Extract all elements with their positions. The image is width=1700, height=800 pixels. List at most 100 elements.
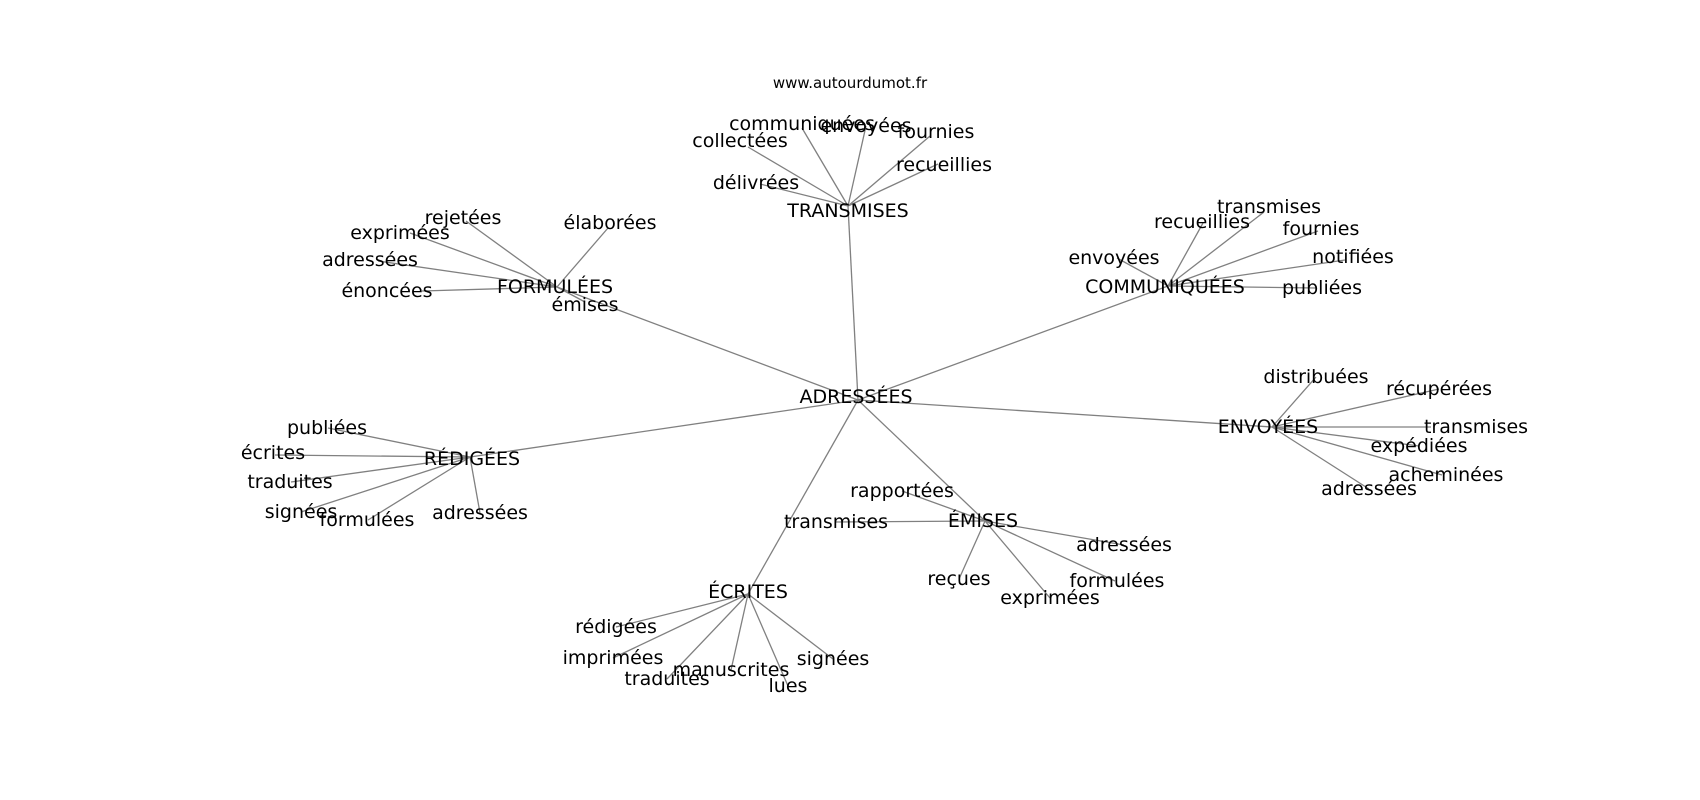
- edge-center-to-hub: [847, 205, 859, 401]
- leaf-node-label: publiées: [287, 417, 367, 439]
- edge-hub-to-leaf: [984, 520, 1051, 599]
- edge-center-to-hub: [857, 399, 1273, 428]
- leaf-node-label: adressées: [322, 249, 418, 271]
- leaf-node-label: recueillies: [896, 154, 992, 176]
- hub-node-label: TRANSMISES: [786, 200, 908, 222]
- leaf-node-label: traduites: [624, 668, 709, 690]
- leaf-node-label: écrites: [241, 442, 305, 464]
- edge-hub-to-leaf: [958, 520, 986, 580]
- edge-hub-to-leaf: [835, 520, 986, 523]
- hub-node-label: ÉMISES: [948, 509, 1018, 532]
- edge-hub-to-leaf: [1167, 285, 1317, 289]
- leaf-node-label: rédigées: [575, 616, 657, 638]
- edge-hub-to-leaf: [847, 135, 931, 207]
- leaf-node-label: envoyées: [1068, 247, 1159, 269]
- leaf-node-label: délivrées: [713, 172, 799, 194]
- edge-hub-to-leaf: [666, 593, 749, 680]
- leaf-node-label: envoyées: [820, 115, 911, 137]
- edge-hub-to-leaf: [1116, 257, 1169, 287]
- leaf-node-label: communiquées: [729, 113, 875, 135]
- hub-node-label: RÉDIGÉES: [424, 447, 520, 470]
- edge-hub-to-leaf: [747, 593, 834, 660]
- edge-hub-to-leaf: [612, 593, 749, 659]
- edge-hub-to-leaf: [300, 456, 471, 513]
- edge-hub-to-leaf: [984, 520, 1125, 546]
- leaf-node-label: notifiées: [1312, 246, 1394, 268]
- leaf-node-label: lues: [769, 675, 808, 697]
- leaf-node-label: transmises: [1424, 416, 1528, 438]
- leaf-node-label: reçues: [927, 568, 990, 590]
- edge-hub-to-leaf: [730, 593, 749, 671]
- leaf-node-label: rejetées: [425, 207, 502, 229]
- edge-hub-to-leaf: [1167, 222, 1204, 287]
- leaf-node-label: formulées: [320, 509, 415, 531]
- graph-edges: [274, 125, 1443, 687]
- leaf-node-label: émises: [552, 294, 619, 316]
- leaf-node-label: fournies: [898, 121, 975, 143]
- leaf-node-label: signées: [265, 501, 338, 523]
- edge-center-to-hub: [469, 399, 859, 458]
- edge-hub-to-leaf: [847, 125, 867, 207]
- edge-hub-to-leaf: [747, 593, 789, 687]
- edge-hub-to-leaf: [274, 454, 471, 458]
- edge-hub-to-leaf: [847, 163, 939, 207]
- leaf-node-label: traduites: [247, 471, 332, 493]
- edge-hub-to-leaf: [327, 427, 471, 458]
- leaf-node-label: exprimées: [1000, 587, 1100, 609]
- leaf-node-label: transmises: [1217, 196, 1321, 218]
- leaf-node-label: manuscrites: [673, 659, 790, 681]
- edge-hub-to-leaf: [1271, 376, 1317, 428]
- hub-node-label: ÉCRITES: [708, 580, 788, 603]
- leaf-node-label: collectées: [692, 130, 788, 152]
- edge-hub-to-leaf: [1167, 230, 1319, 287]
- leaf-node-label: distribuées: [1263, 366, 1368, 388]
- leaf-node-label: acheminées: [1389, 464, 1504, 486]
- edge-center-to-hub: [556, 286, 859, 401]
- leaf-node-label: récupérées: [1386, 378, 1492, 400]
- leaf-node-label: transmises: [784, 511, 888, 533]
- edge-hub-to-leaf: [409, 232, 558, 288]
- edge-hub-to-leaf: [1271, 426, 1370, 490]
- leaf-node-label: publiées: [1282, 277, 1362, 299]
- leaf-node-label: adressées: [432, 502, 528, 524]
- leaf-node-label: adressées: [1076, 534, 1172, 556]
- leaf-node-label: rapportées: [850, 480, 954, 502]
- leaf-node-label: formulées: [1070, 570, 1165, 592]
- edge-hub-to-leaf: [1271, 426, 1443, 476]
- edge-hub-to-leaf: [747, 146, 849, 207]
- edge-hub-to-leaf: [556, 227, 609, 288]
- leaf-node-label: imprimées: [563, 647, 664, 669]
- edge-hub-to-leaf: [556, 286, 586, 303]
- edge-hub-to-leaf: [801, 127, 849, 207]
- leaf-node-label: énoncées: [341, 280, 432, 302]
- edge-hub-to-leaf: [1167, 211, 1265, 287]
- edge-hub-to-leaf: [290, 456, 471, 483]
- edge-hub-to-leaf: [469, 456, 481, 514]
- source-caption: www.autourdumot.fr: [773, 74, 928, 92]
- leaf-node-label: fournies: [1283, 218, 1360, 240]
- edge-hub-to-leaf: [367, 456, 471, 521]
- edge-center-to-hub: [857, 399, 986, 522]
- hub-node-label: COMMUNIQUÉES: [1085, 275, 1245, 298]
- hub-node-label: FORMULÉES: [497, 275, 613, 298]
- leaf-node-label: adressées: [1321, 478, 1417, 500]
- edge-hub-to-leaf: [465, 220, 558, 288]
- edge-hub-to-leaf: [1167, 259, 1346, 287]
- center-node-label: ADRESSÉES: [799, 385, 912, 408]
- leaf-node-label: exprimées: [350, 222, 450, 244]
- leaf-node-label: élaborées: [564, 212, 657, 234]
- edge-center-to-hub: [857, 285, 1169, 401]
- edge-hub-to-leaf: [759, 183, 849, 207]
- edge-hub-to-leaf: [615, 593, 749, 628]
- leaf-node-label: recueillies: [1154, 211, 1250, 233]
- hub-node-label: ENVOYÉES: [1218, 415, 1318, 438]
- edge-hub-to-leaf: [421, 286, 558, 292]
- edge-center-to-hub: [747, 399, 859, 595]
- leaf-node-label: signées: [797, 648, 870, 670]
- edge-hub-to-leaf: [1271, 388, 1440, 428]
- graph-labels: www.autourdumot.fr ADRESSÉES TRANSMISES co…: [241, 74, 1528, 697]
- edge-hub-to-leaf: [984, 520, 1116, 582]
- edge-hub-to-leaf: [1271, 426, 1420, 447]
- edge-hub-to-leaf: [377, 260, 558, 288]
